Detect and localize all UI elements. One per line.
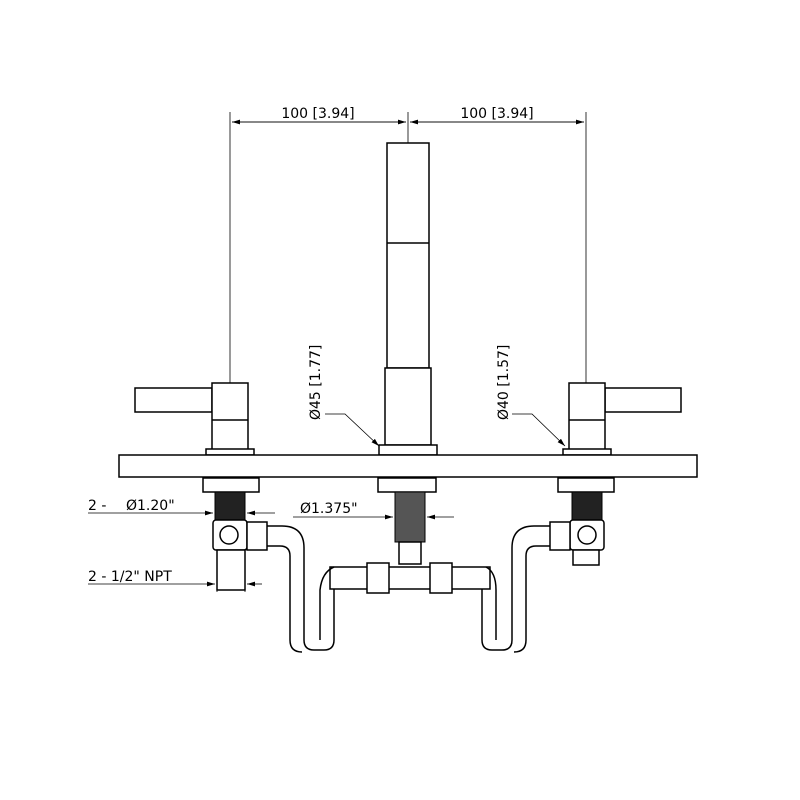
spout-diameter-label: Ø45 [1.77]	[308, 345, 324, 420]
left-spacing-label: 100 [3.94]	[281, 106, 354, 122]
handle-diameter-label: Ø40 [1.57]	[496, 345, 512, 420]
deck-plate	[118, 454, 698, 478]
handle-shank-label: Ø1.20"	[126, 498, 175, 514]
right-handle	[562, 382, 682, 456]
shank-dimensions: 2 - Ø1.20" Ø1.375" 2 - 1/2" NPT	[88, 498, 454, 592]
inlet-label: 2 - 1/2" NPT	[88, 569, 172, 585]
plumbing	[202, 477, 615, 653]
left-handle	[134, 382, 255, 456]
diameter-leaders: Ø45 [1.77] Ø40 [1.57]	[308, 345, 566, 447]
right-spacing-label: 100 [3.94]	[460, 106, 533, 122]
top-dimension: 100 [3.94] 100 [3.94]	[229, 106, 587, 385]
handle-shank-prefix: 2 -	[88, 498, 106, 514]
spout-shank-label: Ø1.375"	[300, 501, 358, 517]
spout	[378, 142, 438, 456]
